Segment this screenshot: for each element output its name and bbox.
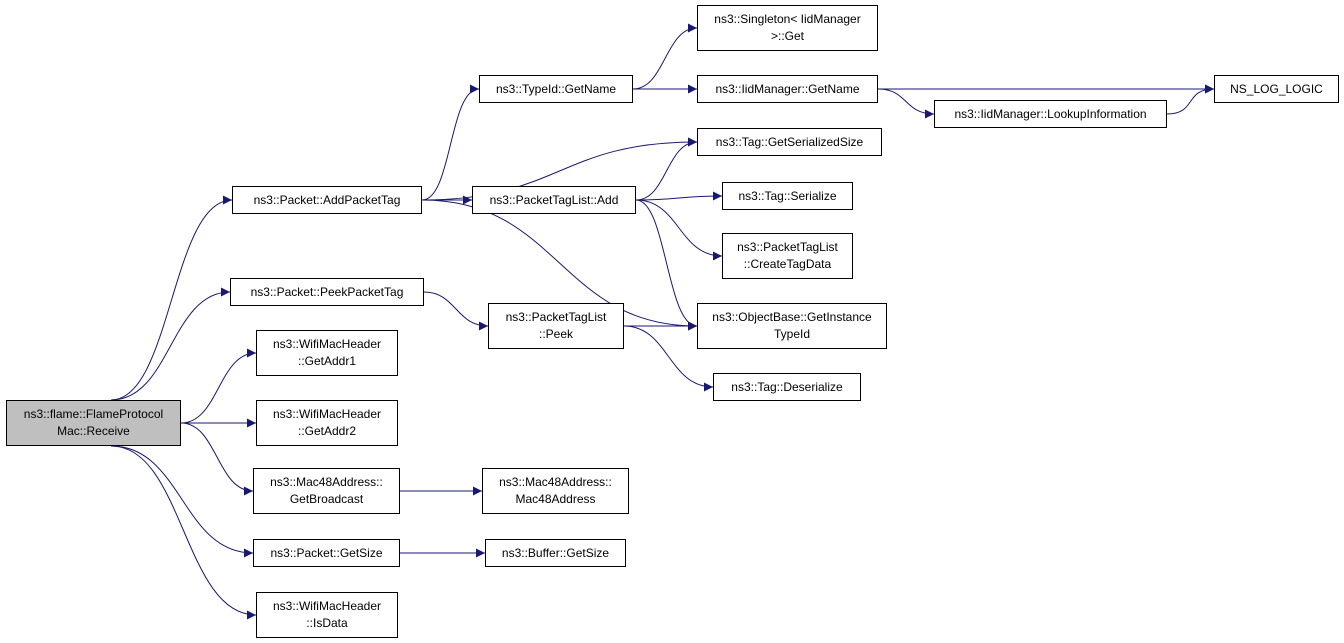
node-tag-list-peek[interactable]: ns3::PacketTagList::Peek <box>488 303 624 349</box>
node-label-line: ns3::flame::FlameProtocol <box>23 407 164 421</box>
node-label-line: ns3::Mac48Address:: <box>270 475 383 489</box>
edge-peek-packet-tag-to-tag-list-peek <box>423 291 489 331</box>
edge-iid-getname-to-lookup-information <box>877 88 935 119</box>
node-label-line: Mac48Address <box>515 492 596 506</box>
edge-add-packet-tag-to-get-instance-typeid <box>421 199 698 331</box>
node-mac48-ctor[interactable]: ns3::Mac48Address::Mac48Address <box>482 468 629 514</box>
node-tag-serialized-size[interactable]: ns3::Tag::GetSerializedSize <box>697 128 882 156</box>
node-get-broadcast[interactable]: ns3::Mac48Address::GetBroadcast <box>253 468 400 514</box>
edge-typeid-getname-to-singleton-get <box>632 23 698 90</box>
node-is-data[interactable]: ns3::WifiMacHeader::IsData <box>256 592 398 638</box>
node-ns-log-logic[interactable]: NS_LOG_LOGIC <box>1214 75 1339 103</box>
node-label-line: NS_LOG_LOGIC <box>1230 81 1323 96</box>
node-label-line: ns3::Buffer::GetSize <box>501 545 610 560</box>
node-tag-deserialize[interactable]: ns3::Tag::Deserialize <box>713 373 861 401</box>
node-label-line: ns3::ObjectBase::GetInstance <box>712 310 872 324</box>
node-label-line: GetBroadcast <box>289 492 364 506</box>
node-label-line: ns3::IidManager::GetName <box>715 81 860 96</box>
node-label-line: ns3::PacketTagList <box>505 310 607 324</box>
edge-receive-to-get-broadcast <box>180 422 254 496</box>
node-buffer-getsize[interactable]: ns3::Buffer::GetSize <box>485 539 626 567</box>
node-label-line: ns3::Packet::AddPacketTag <box>253 192 401 207</box>
node-label-line: ::GetAddr1 <box>297 354 357 368</box>
edge-receive-to-add-packet-tag <box>110 195 233 401</box>
edge-tag-list-add-to-get-instance-typeid <box>635 199 698 331</box>
edge-tag-list-add-to-tag-serialize <box>635 191 723 201</box>
node-label-line: ns3::Tag::Serialize <box>738 188 837 203</box>
node-label-line: >::Get <box>770 29 805 43</box>
node-label-line: ::GetAddr2 <box>297 424 357 438</box>
node-label-line: ns3::Packet::GetSize <box>270 545 383 560</box>
edge-add-packet-tag-to-typeid-getname <box>421 84 480 201</box>
node-lookup-information[interactable]: ns3::IidManager::LookupInformation <box>934 100 1167 128</box>
node-label-line: TypeId <box>773 327 811 341</box>
edge-receive-to-get-size <box>110 445 254 558</box>
node-label-line: ::IsData <box>306 616 348 630</box>
edge-tag-list-peek-to-tag-deserialize <box>623 325 714 392</box>
node-label-line: ::CreateTagData <box>743 257 832 271</box>
node-create-tag-data[interactable]: ns3::PacketTagList::CreateTagData <box>722 233 853 279</box>
node-label-line: ns3::Singleton< IidManager <box>714 12 861 26</box>
node-add-packet-tag[interactable]: ns3::Packet::AddPacketTag <box>232 186 422 214</box>
node-iid-getname[interactable]: ns3::IidManager::GetName <box>697 75 878 103</box>
node-get-addr1[interactable]: ns3::WifiMacHeader::GetAddr1 <box>256 330 398 376</box>
node-label-line: ::Peek <box>538 327 574 341</box>
node-tag-list-add[interactable]: ns3::PacketTagList::Add <box>472 186 636 214</box>
edge-receive-to-is-data <box>110 445 257 620</box>
node-singleton-get[interactable]: ns3::Singleton< IidManager >::Get <box>697 5 878 51</box>
node-label-line: ns3::WifiMacHeader <box>272 407 382 421</box>
node-typeid-getname[interactable]: ns3::TypeId::GetName <box>479 75 633 103</box>
edge-receive-to-get-addr1 <box>180 348 257 424</box>
edge-receive-to-peek-packet-tag <box>110 287 231 401</box>
node-label-line: ns3::Mac48Address:: <box>499 475 612 489</box>
edge-tag-list-add-to-create-tag-data <box>635 199 723 261</box>
node-label-line: ns3::WifiMacHeader <box>272 599 382 613</box>
node-label-line: ns3::Tag::GetSerializedSize <box>715 134 864 149</box>
node-label-line: Mac::Receive <box>57 424 130 438</box>
node-label-line: ns3::IidManager::LookupInformation <box>954 106 1147 121</box>
node-peek-packet-tag[interactable]: ns3::Packet::PeekPacketTag <box>230 278 424 306</box>
edge-lookup-information-to-ns-log-logic <box>1166 84 1215 115</box>
node-label-line: ns3::Packet::PeekPacketTag <box>250 284 404 299</box>
node-tag-serialize[interactable]: ns3::Tag::Serialize <box>722 182 853 210</box>
node-label-line: ns3::Tag::Deserialize <box>731 379 843 394</box>
node-get-size[interactable]: ns3::Packet::GetSize <box>253 539 400 567</box>
node-label-line: ns3::PacketTagList <box>737 240 838 254</box>
node-label-line: ns3::WifiMacHeader <box>272 337 382 351</box>
node-get-addr2[interactable]: ns3::WifiMacHeader::GetAddr2 <box>256 400 398 446</box>
node-label-line: ns3::PacketTagList::Add <box>489 192 619 207</box>
node-label-line: ns3::TypeId::GetName <box>495 81 617 96</box>
edge-tag-list-add-to-tag-serialized-size <box>635 137 698 201</box>
